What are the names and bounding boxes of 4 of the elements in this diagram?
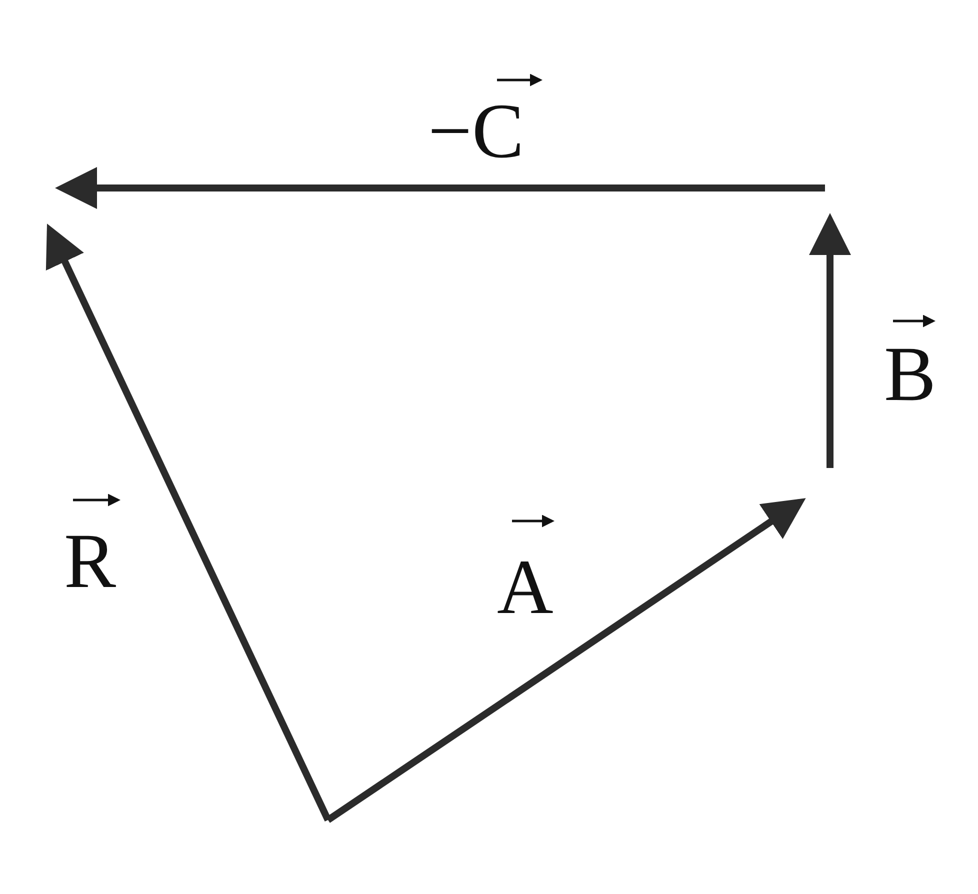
vector-label: R	[64, 522, 116, 600]
vector-label: A	[497, 548, 554, 626]
vector-label: B	[884, 335, 936, 413]
vector-label: −C	[428, 92, 524, 170]
